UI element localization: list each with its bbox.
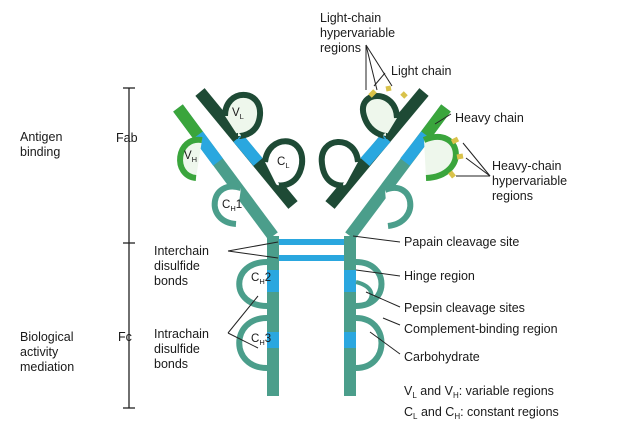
cl-left-loop <box>262 138 306 189</box>
ch2-left-loop <box>236 259 268 309</box>
fc-label: Fc <box>118 330 132 344</box>
heavy-chain-hypervariable-marks <box>448 136 464 179</box>
annotation-lines <box>227 44 491 355</box>
hinge-disulfide-bonds <box>279 239 344 261</box>
pepsin-site-bump <box>355 280 374 306</box>
domain-vh-label: VH <box>184 150 198 164</box>
vh-right-loop <box>422 134 459 181</box>
antigen-binding-label: Antigen binding <box>20 130 63 159</box>
left-heavy-arm <box>173 104 278 240</box>
right-light-chain <box>318 85 429 209</box>
fab-fc-bracket <box>123 87 135 409</box>
cl-right-loop <box>318 139 361 189</box>
domain-ch3-label: CH3 <box>251 333 272 347</box>
domain-cl-label: CL <box>277 156 290 170</box>
ch3-right-loop <box>355 315 385 371</box>
vl-right-loop <box>359 93 400 139</box>
vl-left-loop <box>222 91 263 140</box>
vh-left-loop <box>177 136 203 181</box>
light-chain-label: Light chain <box>391 64 452 78</box>
papain-cleavage-label: Papain cleavage site <box>404 235 520 249</box>
legend-variable-regions: VL and VH: variable regions <box>404 384 554 400</box>
ch1-left-loop <box>211 183 242 227</box>
ch3-left-loop <box>236 315 268 371</box>
complement-binding-label: Complement-binding region <box>404 322 558 336</box>
light-chain-hypervariable-label: Light-chain hypervariable regions <box>320 11 396 55</box>
domain-ch2-label: CH2 <box>251 272 272 286</box>
domain-vl-label: VL <box>232 107 244 121</box>
interchain-disulfide-label: Interchain disulfide bonds <box>154 244 209 288</box>
heavy-chain-hypervariable-label: Heavy-chain hypervariable regions <box>492 159 568 203</box>
fab-label: Fab <box>116 131 138 145</box>
carbohydrate-label: Carbohydrate <box>404 350 480 364</box>
fc-domain-loops <box>236 259 385 371</box>
fc-stem <box>267 236 356 396</box>
legend-constant-regions: CL and CH: constant regions <box>404 405 559 421</box>
right-heavy-arm <box>345 104 464 240</box>
ch1-right-loop <box>383 185 414 229</box>
light-chain-hypervariable-marks <box>368 85 408 99</box>
domain-ch1-label: CH1 <box>222 199 243 213</box>
hinge-region-label: Hinge region <box>404 269 475 283</box>
left-light-chain <box>195 88 306 209</box>
heavy-chain-label: Heavy chain <box>455 111 524 125</box>
pepsin-cleavage-label: Pepsin cleavage sites <box>404 301 525 315</box>
intrachain-disulfide-label: Intrachain disulfide bonds <box>154 327 209 371</box>
biological-activity-label: Biological activity mediation <box>20 330 75 374</box>
